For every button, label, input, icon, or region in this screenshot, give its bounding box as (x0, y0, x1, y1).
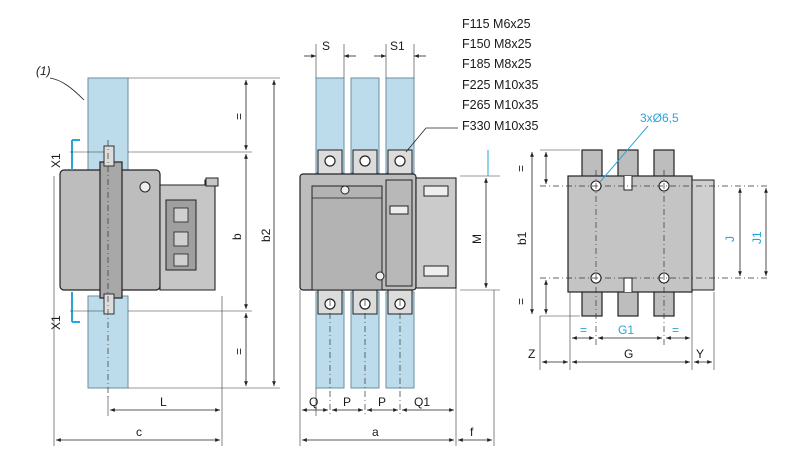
j-label: J (723, 236, 737, 242)
a-label: a (372, 425, 379, 439)
terminal-screw-icon (359, 155, 371, 167)
screw-row: F115 M6x25 (462, 17, 531, 31)
x1-top-label: X1 (49, 153, 63, 168)
side-view: (1) X1 X1 = (36, 64, 280, 446)
mount-eq-bottom-label: = (514, 298, 528, 305)
screw-table: F115 M6x25 F150 M8x25 F185 M8x25 F225 M1… (462, 17, 538, 133)
s1-label: S1 (390, 39, 405, 53)
g1-label: G1 (618, 323, 634, 337)
callout-label: (1) (36, 64, 51, 78)
s-label: S (322, 39, 330, 53)
mount-eq-right-label: = (672, 323, 679, 337)
bolt-top-icon (103, 145, 115, 167)
mounting-view: 3xØ6,5 = b1 = J J1 = G1 = Z (514, 111, 770, 370)
holes-label: 3xØ6,5 (640, 111, 679, 125)
f-label: f (470, 425, 474, 439)
screw-row: F225 M10x35 (462, 78, 538, 92)
c-label: c (136, 425, 142, 439)
m-label: M (470, 234, 484, 244)
eq-top-label: = (232, 113, 246, 120)
mount-eq-left-label: = (580, 323, 587, 337)
g-label: G (624, 347, 633, 361)
z-label: Z (528, 347, 535, 361)
x1-bottom-label: X1 (49, 315, 63, 330)
contactor-front-face (99, 161, 123, 299)
screw-row: F330 M10x35 (462, 119, 538, 133)
b1-label: b1 (515, 231, 529, 245)
terminal-screw-icon (324, 155, 336, 167)
terminal-screw-icon (394, 155, 406, 167)
mount-eq-top-label: = (514, 165, 528, 172)
mounting-plate (567, 175, 693, 293)
b2-label: b2 (259, 228, 273, 242)
b-label: b (230, 233, 244, 240)
eq-bottom-label: = (232, 348, 246, 355)
j1-label: J1 (750, 231, 764, 244)
screw-row: F265 M10x35 (462, 98, 538, 112)
front-view: S S1 M Q P P Q1 a f (299, 39, 500, 446)
q1-label: Q1 (414, 395, 430, 409)
q-label: Q (309, 395, 318, 409)
p2-label: P (378, 395, 386, 409)
l-label: L (160, 395, 167, 409)
screw-row: F150 M8x25 (462, 37, 532, 51)
screw-row: F185 M8x25 (462, 57, 532, 71)
y-label: Y (696, 347, 704, 361)
callout-leader (49, 77, 85, 101)
screw-leader (405, 127, 458, 153)
p1-label: P (343, 395, 351, 409)
bolt-bottom-icon (103, 293, 115, 315)
pivot-icon (139, 181, 151, 193)
